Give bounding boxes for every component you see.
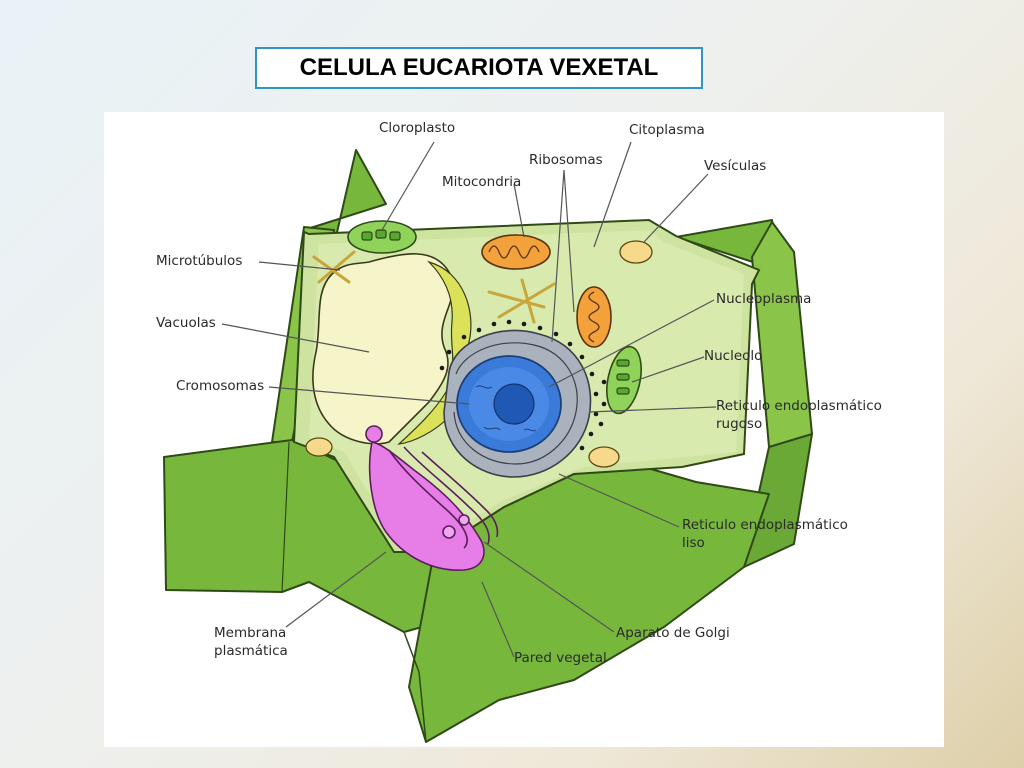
label-microtubulos: Microtúbulos: [156, 253, 242, 269]
slide-title: CELULA EUCARIOTA VEXETAL: [255, 47, 703, 89]
label-citoplasma: Citoplasma: [629, 122, 705, 138]
golgi-apparatus: [365, 425, 499, 571]
label-nucleolo: Nucleolo: [704, 348, 762, 364]
nucleolus: [493, 383, 535, 425]
label-vacuolas: Vacuolas: [156, 315, 216, 331]
leader-lines: [221, 141, 717, 658]
plant-cell-illustration: Cloroplasto Citoplasma Ribosomas Vesícul…: [156, 120, 882, 743]
label-golgi: Aparato de Golgi: [616, 625, 730, 641]
label-pared: Pared vegetal: [514, 650, 607, 666]
mitochondrion: [576, 286, 612, 348]
vesicle: [305, 240, 653, 468]
diagram-labels: Cloroplasto Citoplasma Ribosomas Vesícul…: [156, 120, 882, 666]
plant-cell-diagram: Cloroplasto Citoplasma Ribosomas Vesícul…: [104, 112, 944, 747]
label-nucleoplasma: Nucleoplasma: [716, 291, 811, 307]
label-rel-line2: liso: [682, 535, 705, 551]
mitochondrion: [481, 234, 551, 270]
label-ribosomas: Ribosomas: [529, 152, 603, 168]
label-cloroplasto: Cloroplasto: [379, 120, 455, 136]
chloroplast: [606, 345, 642, 415]
label-rer-line2: rugoso: [716, 416, 762, 432]
nucleus: [456, 355, 562, 453]
chloroplast: [347, 220, 417, 254]
label-vesiculas: Vesículas: [704, 158, 766, 174]
label-rer-line1: Reticulo endoplasmático: [716, 398, 882, 414]
label-membrana-line2: plasmática: [214, 643, 288, 659]
label-mitocondria: Mitocondria: [442, 174, 521, 190]
label-cromosomas: Cromosomas: [176, 378, 264, 394]
label-rel-line1: Reticulo endoplasmático: [682, 517, 848, 533]
label-membrana-line1: Membrana: [214, 625, 286, 641]
